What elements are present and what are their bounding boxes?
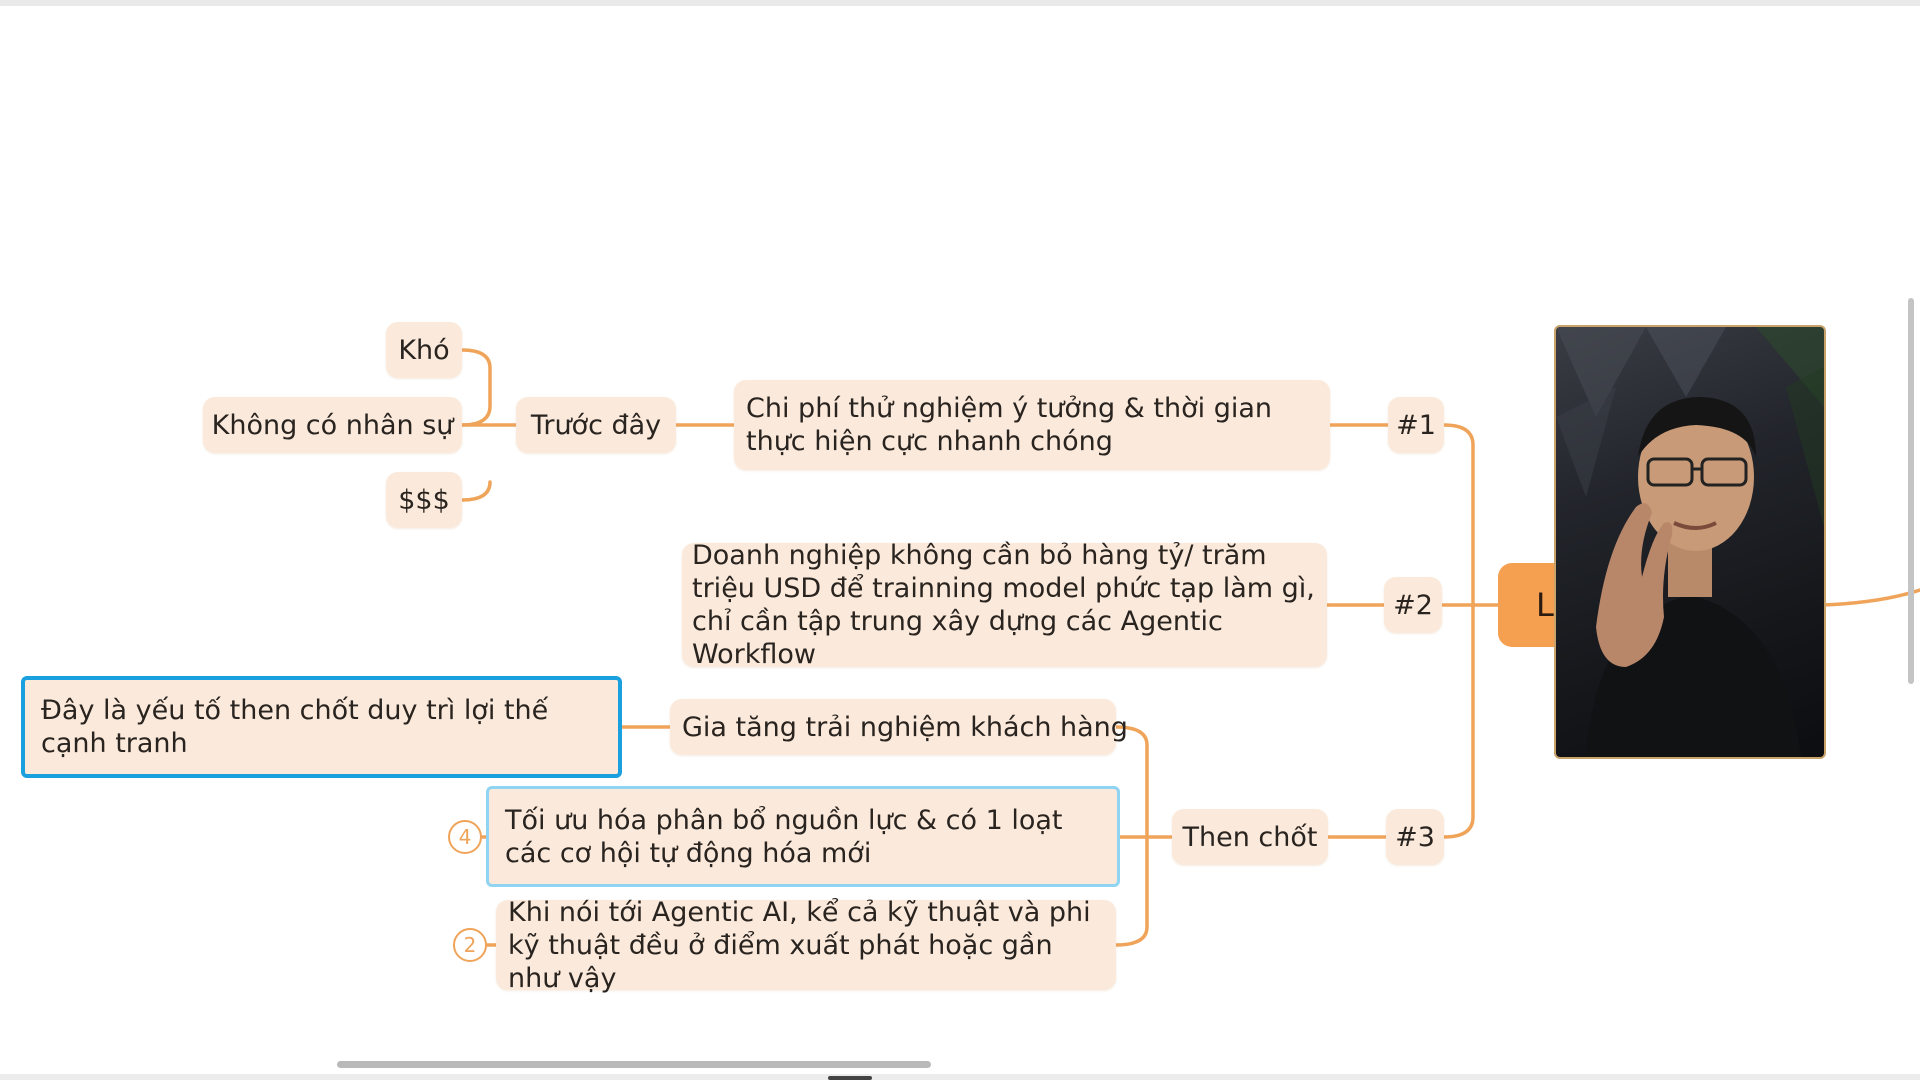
item-toi-uu-hoa[interactable]: Tối ưu hóa phân bổ nguồn lực & có 1 loạt… bbox=[486, 786, 1120, 887]
branch-number-1[interactable]: #1 bbox=[1388, 397, 1444, 453]
window-bottom-edge bbox=[0, 1074, 1920, 1080]
item-khi-noi-toi-agentic[interactable]: Khi nói tới Agentic AI, kể cả kỹ thuật v… bbox=[496, 897, 1116, 994]
topic-chi-phi-thu-nghiem-label: Chi phí thử nghiệm ý tưởng & thời gian t… bbox=[746, 393, 1272, 457]
leaf-money-label: $$$ bbox=[398, 484, 450, 516]
topic-doanh-nghiep[interactable]: Doanh nghiệp không cần bỏ hàng tỷ/ trăm … bbox=[682, 540, 1327, 670]
vertical-scrollbar[interactable] bbox=[1908, 298, 1914, 684]
leaf-kho[interactable]: Khó bbox=[386, 322, 462, 378]
window-top-edge bbox=[0, 0, 1920, 6]
leaf-khong-co-nhan-su[interactable]: Không có nhân sự bbox=[203, 397, 462, 453]
note-loi-the-canh-tranh-label: Đây là yếu tố then chốt duy trì lợi thế … bbox=[41, 695, 549, 759]
item-gia-tang-trai-nghiem[interactable]: Gia tăng trải nghiệm khách hàng bbox=[670, 699, 1128, 755]
badge-count-2[interactable]: 2 bbox=[453, 928, 487, 962]
presenter-avatar-icon bbox=[1556, 327, 1824, 757]
badge-count-4-label: 4 bbox=[458, 825, 472, 849]
branch-number-2-label: #2 bbox=[1393, 589, 1433, 621]
branch-number-2[interactable]: #2 bbox=[1384, 577, 1442, 633]
branch-number-1-label: #1 bbox=[1396, 409, 1436, 441]
home-indicator bbox=[828, 1076, 872, 1080]
branch-number-3[interactable]: #3 bbox=[1386, 809, 1444, 865]
badge-count-2-label: 2 bbox=[463, 933, 477, 957]
leaf-money[interactable]: $$$ bbox=[386, 472, 462, 528]
leaf-kho-label: Khó bbox=[398, 334, 450, 366]
root-topic-label: L bbox=[1536, 586, 1554, 624]
subtopic-then-chot-label: Then chốt bbox=[1182, 821, 1318, 853]
horizontal-scrollbar[interactable] bbox=[337, 1061, 931, 1068]
subtopic-truoc-day-label: Trước đây bbox=[530, 409, 662, 441]
subtopic-then-chot[interactable]: Then chốt bbox=[1172, 809, 1328, 865]
item-toi-uu-hoa-label: Tối ưu hóa phân bổ nguồn lực & có 1 loạt… bbox=[505, 804, 1063, 869]
note-loi-the-canh-tranh[interactable]: Đây là yếu tố then chốt duy trì lợi thế … bbox=[21, 676, 622, 778]
topic-doanh-nghiep-label: Doanh nghiệp không cần bỏ hàng tỷ/ trăm … bbox=[692, 540, 1315, 670]
badge-count-4[interactable]: 4 bbox=[448, 820, 482, 854]
item-gia-tang-trai-nghiem-label: Gia tăng trải nghiệm khách hàng bbox=[682, 711, 1128, 743]
leaf-khong-co-nhan-su-label: Không có nhân sự bbox=[211, 409, 454, 441]
topic-chi-phi-thu-nghiem[interactable]: Chi phí thử nghiệm ý tưởng & thời gian t… bbox=[734, 380, 1330, 470]
subtopic-truoc-day[interactable]: Trước đây bbox=[516, 397, 676, 453]
item-khi-noi-toi-agentic-label: Khi nói tới Agentic AI, kể cả kỹ thuật v… bbox=[508, 896, 1091, 994]
presenter-video-overlay bbox=[1554, 325, 1826, 759]
branch-number-3-label: #3 bbox=[1395, 821, 1435, 853]
